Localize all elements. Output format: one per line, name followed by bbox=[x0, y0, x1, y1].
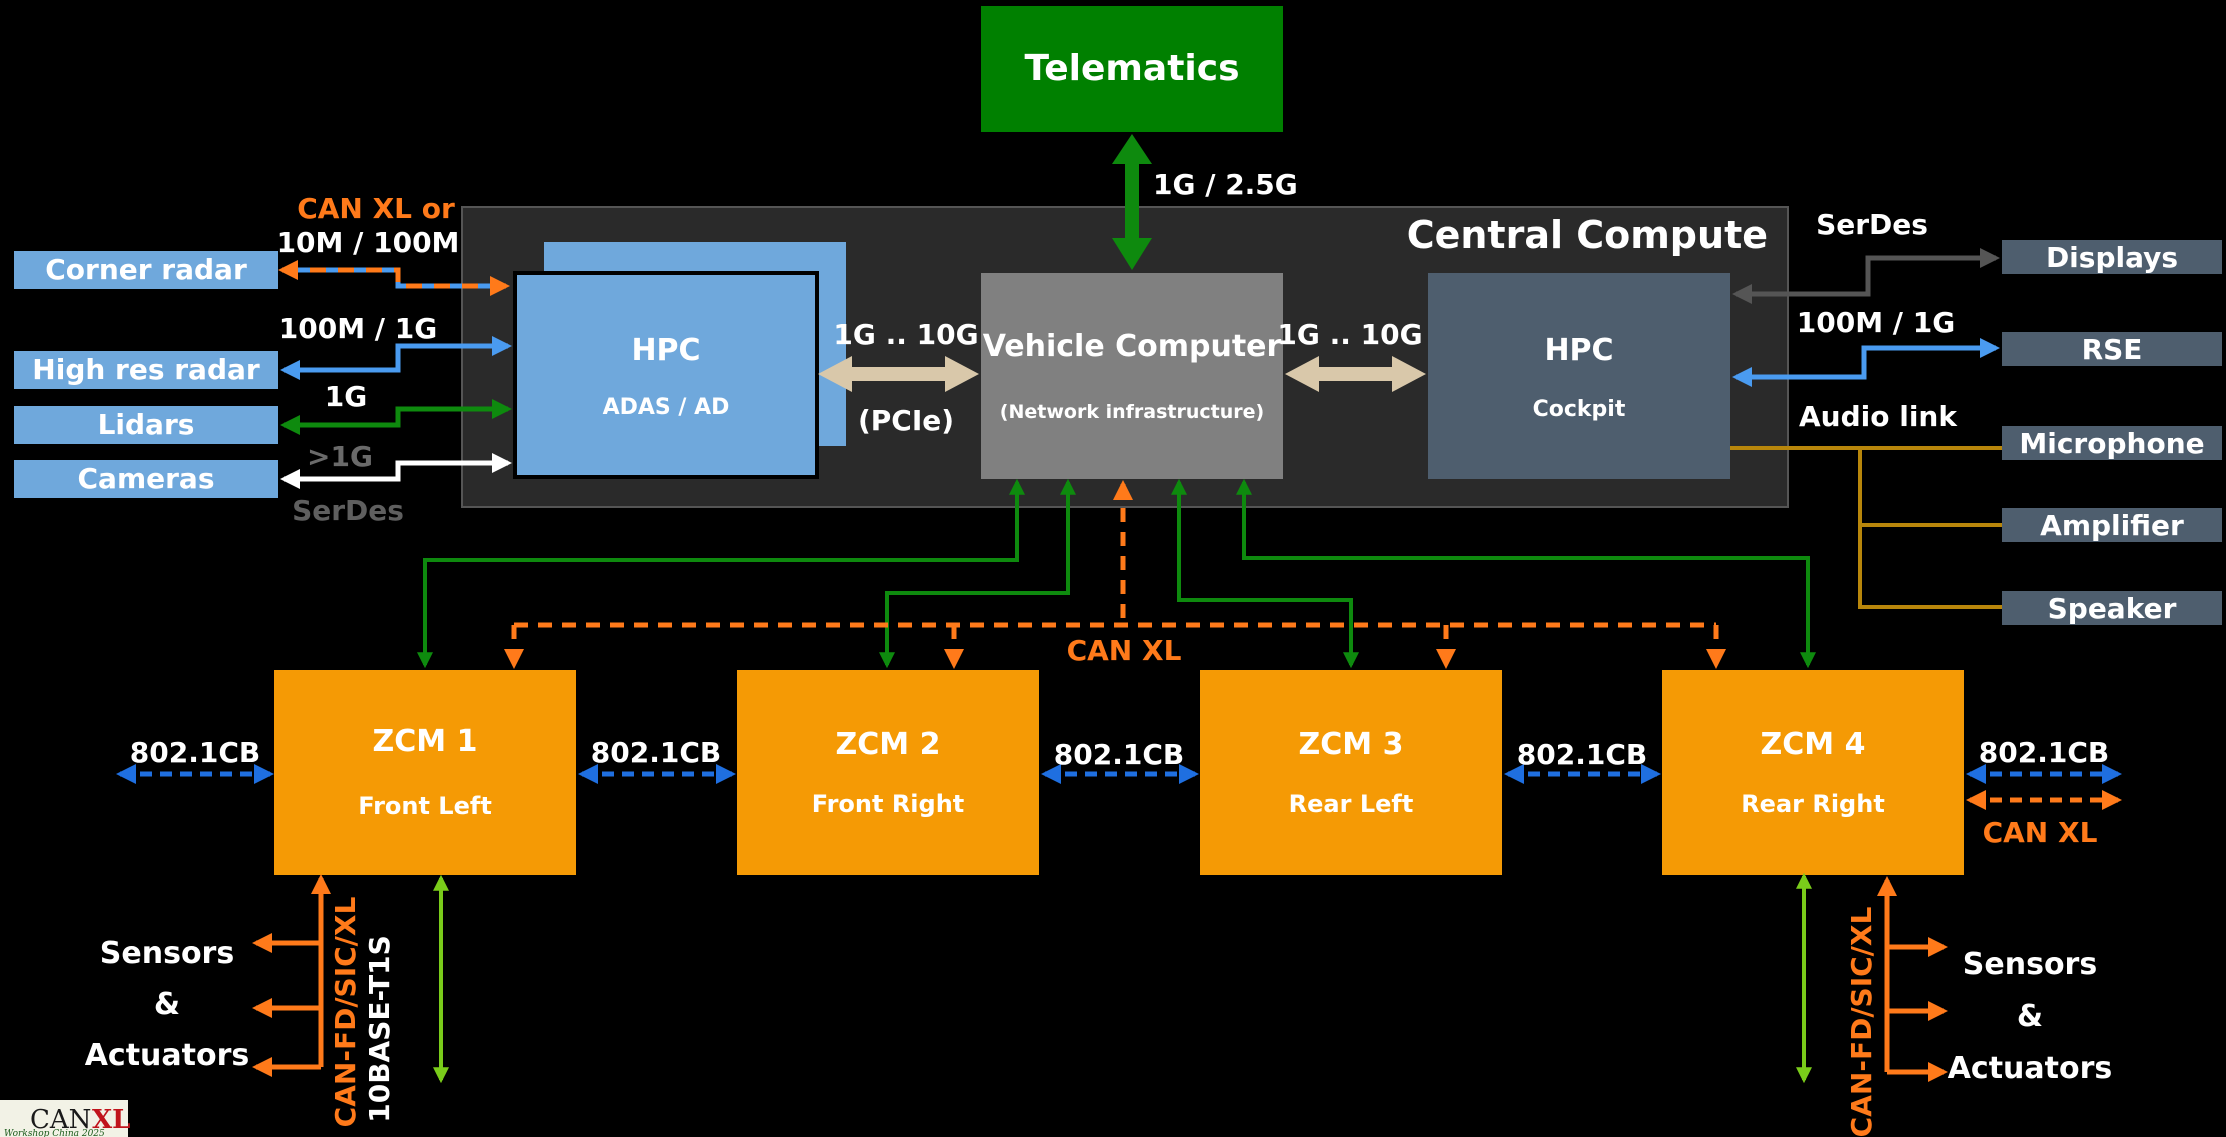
cameras-label: Cameras bbox=[78, 462, 215, 495]
zcm-4-box[interactable] bbox=[1662, 670, 1964, 875]
corner-radar-box[interactable] bbox=[14, 251, 278, 289]
audio-link-label: Audio link bbox=[1799, 400, 1958, 433]
telematics-link-arrow bbox=[1112, 134, 1152, 270]
vehicle-computer-box[interactable] bbox=[981, 273, 1283, 479]
cameras-link-top-label: >1G bbox=[307, 440, 373, 473]
high-res-radar-link-label: 100M / 1G bbox=[279, 312, 438, 345]
adas-vc-link-arrow bbox=[818, 356, 979, 392]
adas-vc-speed-label: 1G .. 10G bbox=[833, 318, 978, 351]
serdes-right-label: SerDes bbox=[1816, 208, 1928, 241]
bottom-right-amp-label: & bbox=[2017, 999, 2043, 1034]
hpc-cockpit-title: HPC bbox=[1544, 333, 1613, 368]
rse-label: RSE bbox=[2082, 333, 2143, 366]
microphone-label: Microphone bbox=[2019, 427, 2204, 460]
lidars-label: Lidars bbox=[98, 408, 195, 441]
tsn-label-3: 802.1CB bbox=[1054, 738, 1184, 771]
speaker-box[interactable] bbox=[2002, 591, 2222, 625]
zcm-3-title: ZCM 3 bbox=[1299, 727, 1404, 762]
corner-radar-link-top-label: CAN XL or bbox=[297, 192, 455, 225]
zcm-2-subtitle: Front Right bbox=[812, 790, 965, 818]
logo-caption: Workshop China 2025 bbox=[4, 1129, 105, 1137]
rse-link-label: 100M / 1G bbox=[1797, 306, 1956, 339]
rse-box[interactable] bbox=[2002, 332, 2222, 366]
lidars-link bbox=[280, 399, 512, 435]
corner-radar-link-orange bbox=[278, 260, 510, 296]
zcm-3-box[interactable] bbox=[1200, 670, 1502, 875]
bottom-right-sensors-label: Sensors bbox=[1963, 947, 2097, 982]
cameras-link bbox=[280, 453, 512, 489]
zcm-3-subtitle: Rear Left bbox=[1289, 790, 1414, 818]
bottom-left-can-bus bbox=[252, 874, 331, 1077]
vc-cockpit-link-arrow bbox=[1285, 356, 1426, 392]
rse-link bbox=[1732, 338, 2000, 387]
logo-text-a: CAN bbox=[30, 1105, 91, 1135]
corner-radar-link-bottom-label: 10M / 100M bbox=[277, 226, 460, 259]
zcm-2[interactable]: ZCM 2 Front Right bbox=[737, 670, 1039, 875]
can-xl-workshop-logo: CAN XL Workshop China 2025 bbox=[0, 1100, 130, 1137]
bottom-left-actuators-label: Actuators bbox=[85, 1038, 250, 1073]
bottom-left-sensors-label: Sensors bbox=[100, 936, 234, 971]
tsn-label-2: 802.1CB bbox=[591, 736, 721, 769]
amplifier-label: Amplifier bbox=[2040, 509, 2184, 542]
hpc-cockpit-box[interactable] bbox=[1428, 273, 1730, 479]
hpc-cockpit-subtitle: Cockpit bbox=[1533, 397, 1626, 422]
zcm-1-title: ZCM 1 bbox=[373, 724, 478, 759]
can-xl-backbone-label: CAN XL bbox=[1067, 634, 1182, 667]
microphone-box[interactable] bbox=[2002, 426, 2222, 460]
hpc-adas-box[interactable] bbox=[513, 271, 819, 479]
corner-radar-label: Corner radar bbox=[45, 253, 247, 286]
bottom-right-actuators-label: Actuators bbox=[1948, 1051, 2113, 1086]
bottom-right-can-bus bbox=[1877, 876, 1948, 1082]
zcm-4-subtitle: Rear Right bbox=[1741, 790, 1885, 818]
displays-box[interactable] bbox=[2002, 240, 2222, 274]
logo-text-b: XL bbox=[92, 1105, 130, 1135]
zcm-2-title: ZCM 2 bbox=[836, 727, 941, 762]
lidars-link-label: 1G bbox=[325, 380, 367, 413]
zcm-4-title: ZCM 4 bbox=[1761, 727, 1866, 762]
audio-link-lines bbox=[1730, 446, 2002, 609]
zcm-1-box[interactable] bbox=[274, 670, 576, 875]
telematics-link-label: 1G / 2.5G bbox=[1153, 168, 1298, 201]
adas-vc-protocol-label: (PCIe) bbox=[858, 404, 954, 437]
lidars-box[interactable] bbox=[14, 406, 278, 444]
zcm-2-box[interactable] bbox=[737, 670, 1039, 875]
zcm-1[interactable]: ZCM 1 Front Left bbox=[274, 670, 576, 875]
zcm-4[interactable]: ZCM 4 Rear Right bbox=[1662, 670, 1964, 875]
tsn-label-5: 802.1CB bbox=[1979, 736, 2109, 769]
vc-cockpit-speed-label: 1G .. 10G bbox=[1277, 318, 1422, 351]
high-res-radar-box[interactable] bbox=[14, 351, 278, 389]
telematics-label: Telematics bbox=[1024, 48, 1239, 89]
displays-link bbox=[1732, 248, 2000, 304]
bottom-right-can-label: CAN-FD/SIC/XL bbox=[1845, 907, 1878, 1137]
central-compute-title: Central Compute bbox=[1407, 213, 1768, 257]
can-xl-backbone bbox=[504, 480, 1726, 669]
vehicle-computer-subtitle: (Network infrastructure) bbox=[1000, 401, 1264, 423]
displays-label: Displays bbox=[2046, 241, 2178, 274]
zcm-3[interactable]: ZCM 3 Rear Left bbox=[1200, 670, 1502, 875]
cameras-link-bottom-label: SerDes bbox=[292, 494, 404, 527]
high-res-radar-link bbox=[280, 336, 512, 380]
cameras-box[interactable] bbox=[14, 460, 278, 498]
bottom-left-amp-label: & bbox=[154, 987, 180, 1022]
can-xl-right-label: CAN XL bbox=[1983, 816, 2098, 849]
bottom-left-can-label: CAN-FD/SIC/XL bbox=[329, 897, 362, 1128]
hpc-adas-subtitle: ADAS / AD bbox=[603, 395, 730, 420]
vehicle-computer-title: Vehicle Computer bbox=[983, 329, 1282, 364]
bottom-left-t1s-label: 10BASE-T1S bbox=[363, 935, 396, 1123]
amplifier-box[interactable] bbox=[2002, 508, 2222, 542]
tsn-label-1: 802.1CB bbox=[130, 736, 260, 769]
high-res-radar-label: High res radar bbox=[32, 353, 260, 386]
speaker-label: Speaker bbox=[2048, 592, 2177, 625]
hpc-adas-title: HPC bbox=[631, 333, 700, 368]
tsn-label-4: 802.1CB bbox=[1517, 738, 1647, 771]
zcm-1-subtitle: Front Left bbox=[358, 792, 492, 820]
telematics-box[interactable] bbox=[981, 6, 1283, 132]
vc-zcm-ethernet-links bbox=[417, 478, 1816, 669]
